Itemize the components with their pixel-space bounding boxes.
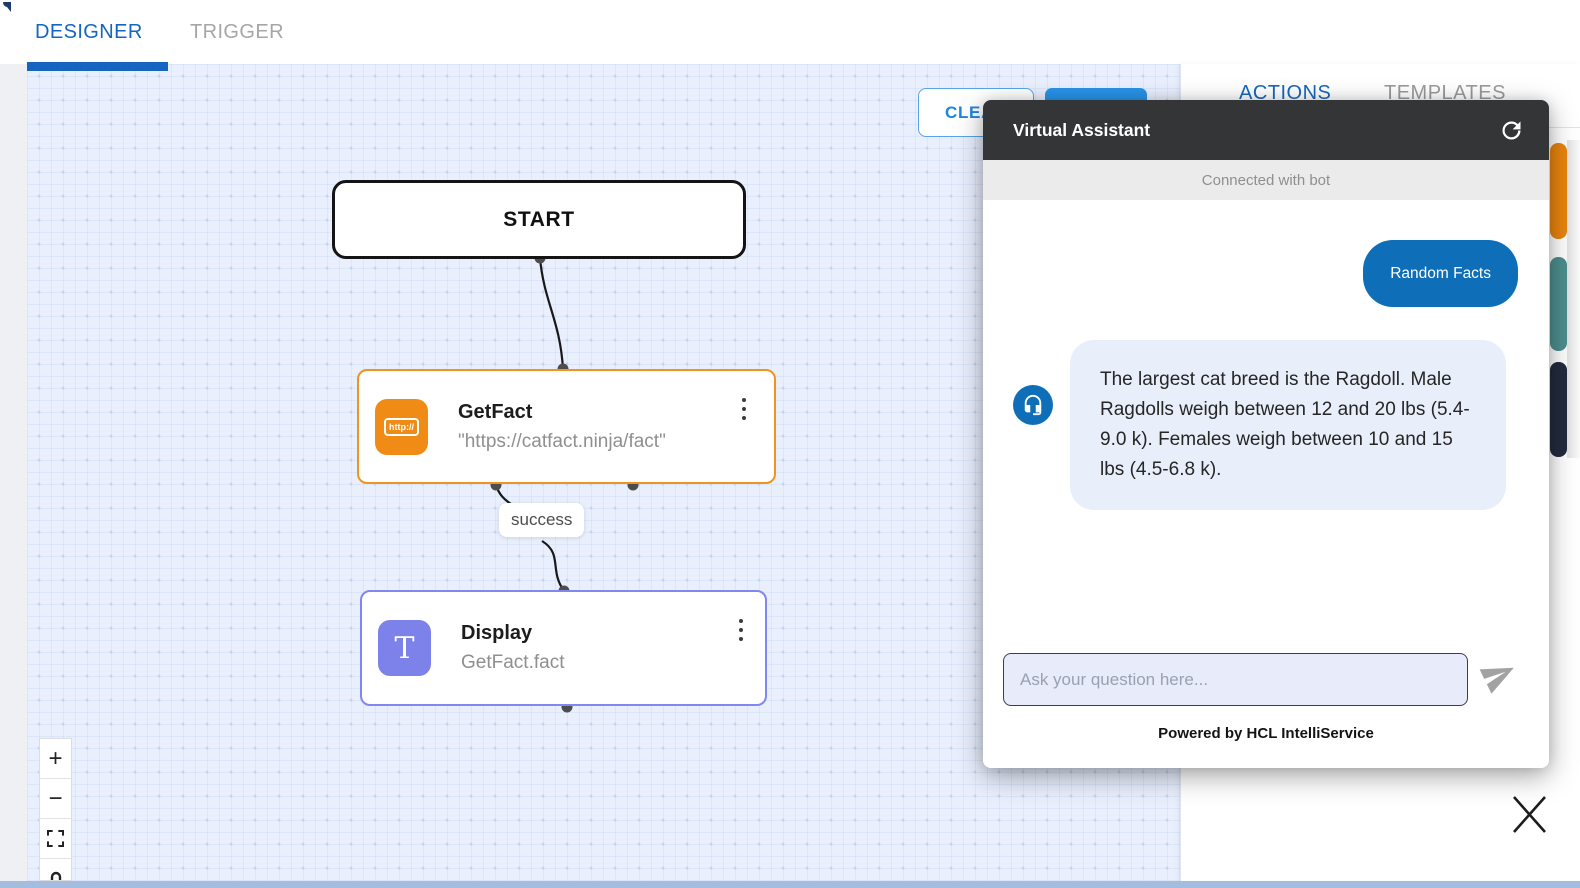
panel-tab-templates[interactable]: TEMPLATES [1384, 82, 1506, 104]
window-bottom-edge [0, 881, 1580, 888]
action-card-shadow [1567, 140, 1580, 458]
chat-header: Virtual Assistant [983, 100, 1549, 160]
http-request-icon: http:// [375, 398, 428, 455]
kebab-menu-icon[interactable] [738, 394, 750, 424]
chat-title: Virtual Assistant [1013, 119, 1151, 140]
node-getfact[interactable]: http:// GetFact "https://catfact.ninja/f… [357, 369, 776, 484]
node-title: Display [461, 622, 533, 644]
top-tab-bar: DESIGNER TRIGGER [0, 0, 1580, 71]
panel-tab-actions[interactable]: ACTIONS [1239, 82, 1332, 104]
chat-footer: Powered by HCL IntelliService [1158, 725, 1374, 742]
chat-status: Connected with bot [983, 160, 1549, 200]
action-card-accent-orange [1550, 143, 1567, 239]
node-start[interactable]: START [332, 180, 746, 259]
edge-label-success: success [499, 503, 585, 537]
send-button[interactable] [1479, 657, 1523, 699]
node-display[interactable]: T Display GetFact.fact [360, 590, 767, 706]
action-card-accent-navy [1550, 362, 1567, 457]
zoom-out-button[interactable]: − [40, 779, 71, 819]
virtual-assistant-panel: Virtual Assistant Connected with bot Ran… [983, 100, 1549, 768]
node-text: Display GetFact.fact [461, 622, 564, 674]
node-text: GetFact "https://catfact.ninja/fact" [458, 401, 666, 453]
bot-avatar [1013, 385, 1053, 425]
fullscreen-icon [47, 830, 64, 847]
refresh-icon[interactable] [1498, 117, 1525, 144]
action-card-accent-teal [1550, 257, 1567, 351]
lock-button[interactable] [40, 859, 71, 880]
text-display-icon: T [378, 620, 431, 676]
http-icon-label: http:// [384, 417, 419, 436]
node-subtitle: GetFact.fact [461, 652, 565, 673]
tab-designer[interactable]: DESIGNER [35, 20, 143, 43]
close-panel-button[interactable] [1508, 792, 1550, 836]
fullscreen-button[interactable] [40, 819, 71, 859]
canvas-zoom-controls: + − [39, 738, 72, 881]
left-gutter [0, 64, 27, 881]
chat-question-input[interactable] [1003, 653, 1468, 706]
headset-icon [1024, 394, 1042, 416]
tab-trigger[interactable]: TRIGGER [190, 20, 284, 43]
zoom-in-button[interactable]: + [40, 739, 71, 779]
kebab-menu-icon[interactable] [735, 615, 747, 645]
user-message-bubble: Random Facts [1363, 240, 1518, 307]
active-tab-underline [27, 62, 168, 71]
lock-icon [50, 871, 61, 880]
node-title: GetFact [458, 400, 533, 423]
bot-message-bubble: The largest cat breed is the Ragdoll. Ma… [1070, 340, 1506, 510]
chat-body: Random Facts The largest cat breed is th… [983, 200, 1549, 768]
paper-plane-icon [1479, 667, 1514, 694]
close-x-icon [1513, 796, 1546, 833]
corner-ribbon-icon [2, 2, 11, 15]
node-subtitle: "https://catfact.ninja/fact" [458, 430, 666, 452]
